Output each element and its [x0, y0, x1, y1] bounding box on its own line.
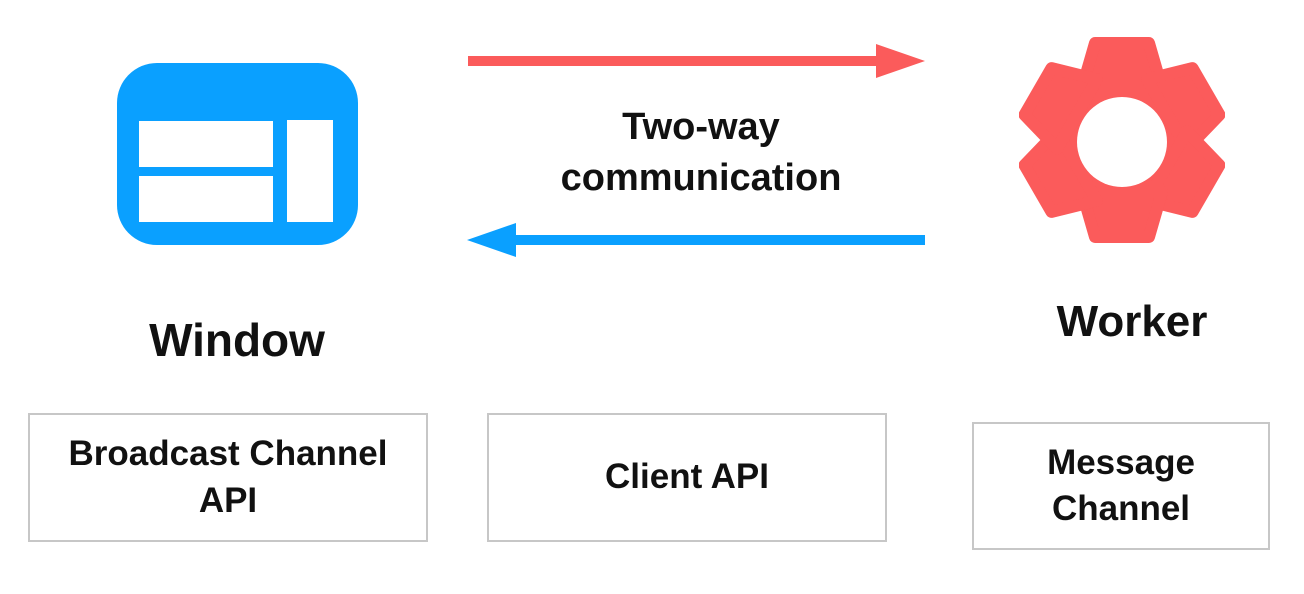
gear-icon — [1018, 31, 1226, 254]
arrow-left-icon — [466, 222, 926, 267]
api-box-message-channel: Message Channel — [972, 422, 1270, 550]
api-box-label: Message Channel — [1047, 442, 1195, 528]
browser-window-icon — [117, 63, 358, 250]
api-box-label: Client API — [605, 457, 769, 497]
connection-label: Two-way communication — [560, 106, 842, 200]
window-node-label: Window — [149, 314, 325, 366]
api-box-label: Broadcast Channel API — [68, 434, 388, 520]
api-box-broadcast-channel: Broadcast Channel API — [28, 413, 428, 542]
worker-node-label: Worker — [1056, 297, 1208, 346]
api-box-client-api: Client API — [487, 413, 887, 542]
arrow-right-icon — [466, 43, 926, 88]
